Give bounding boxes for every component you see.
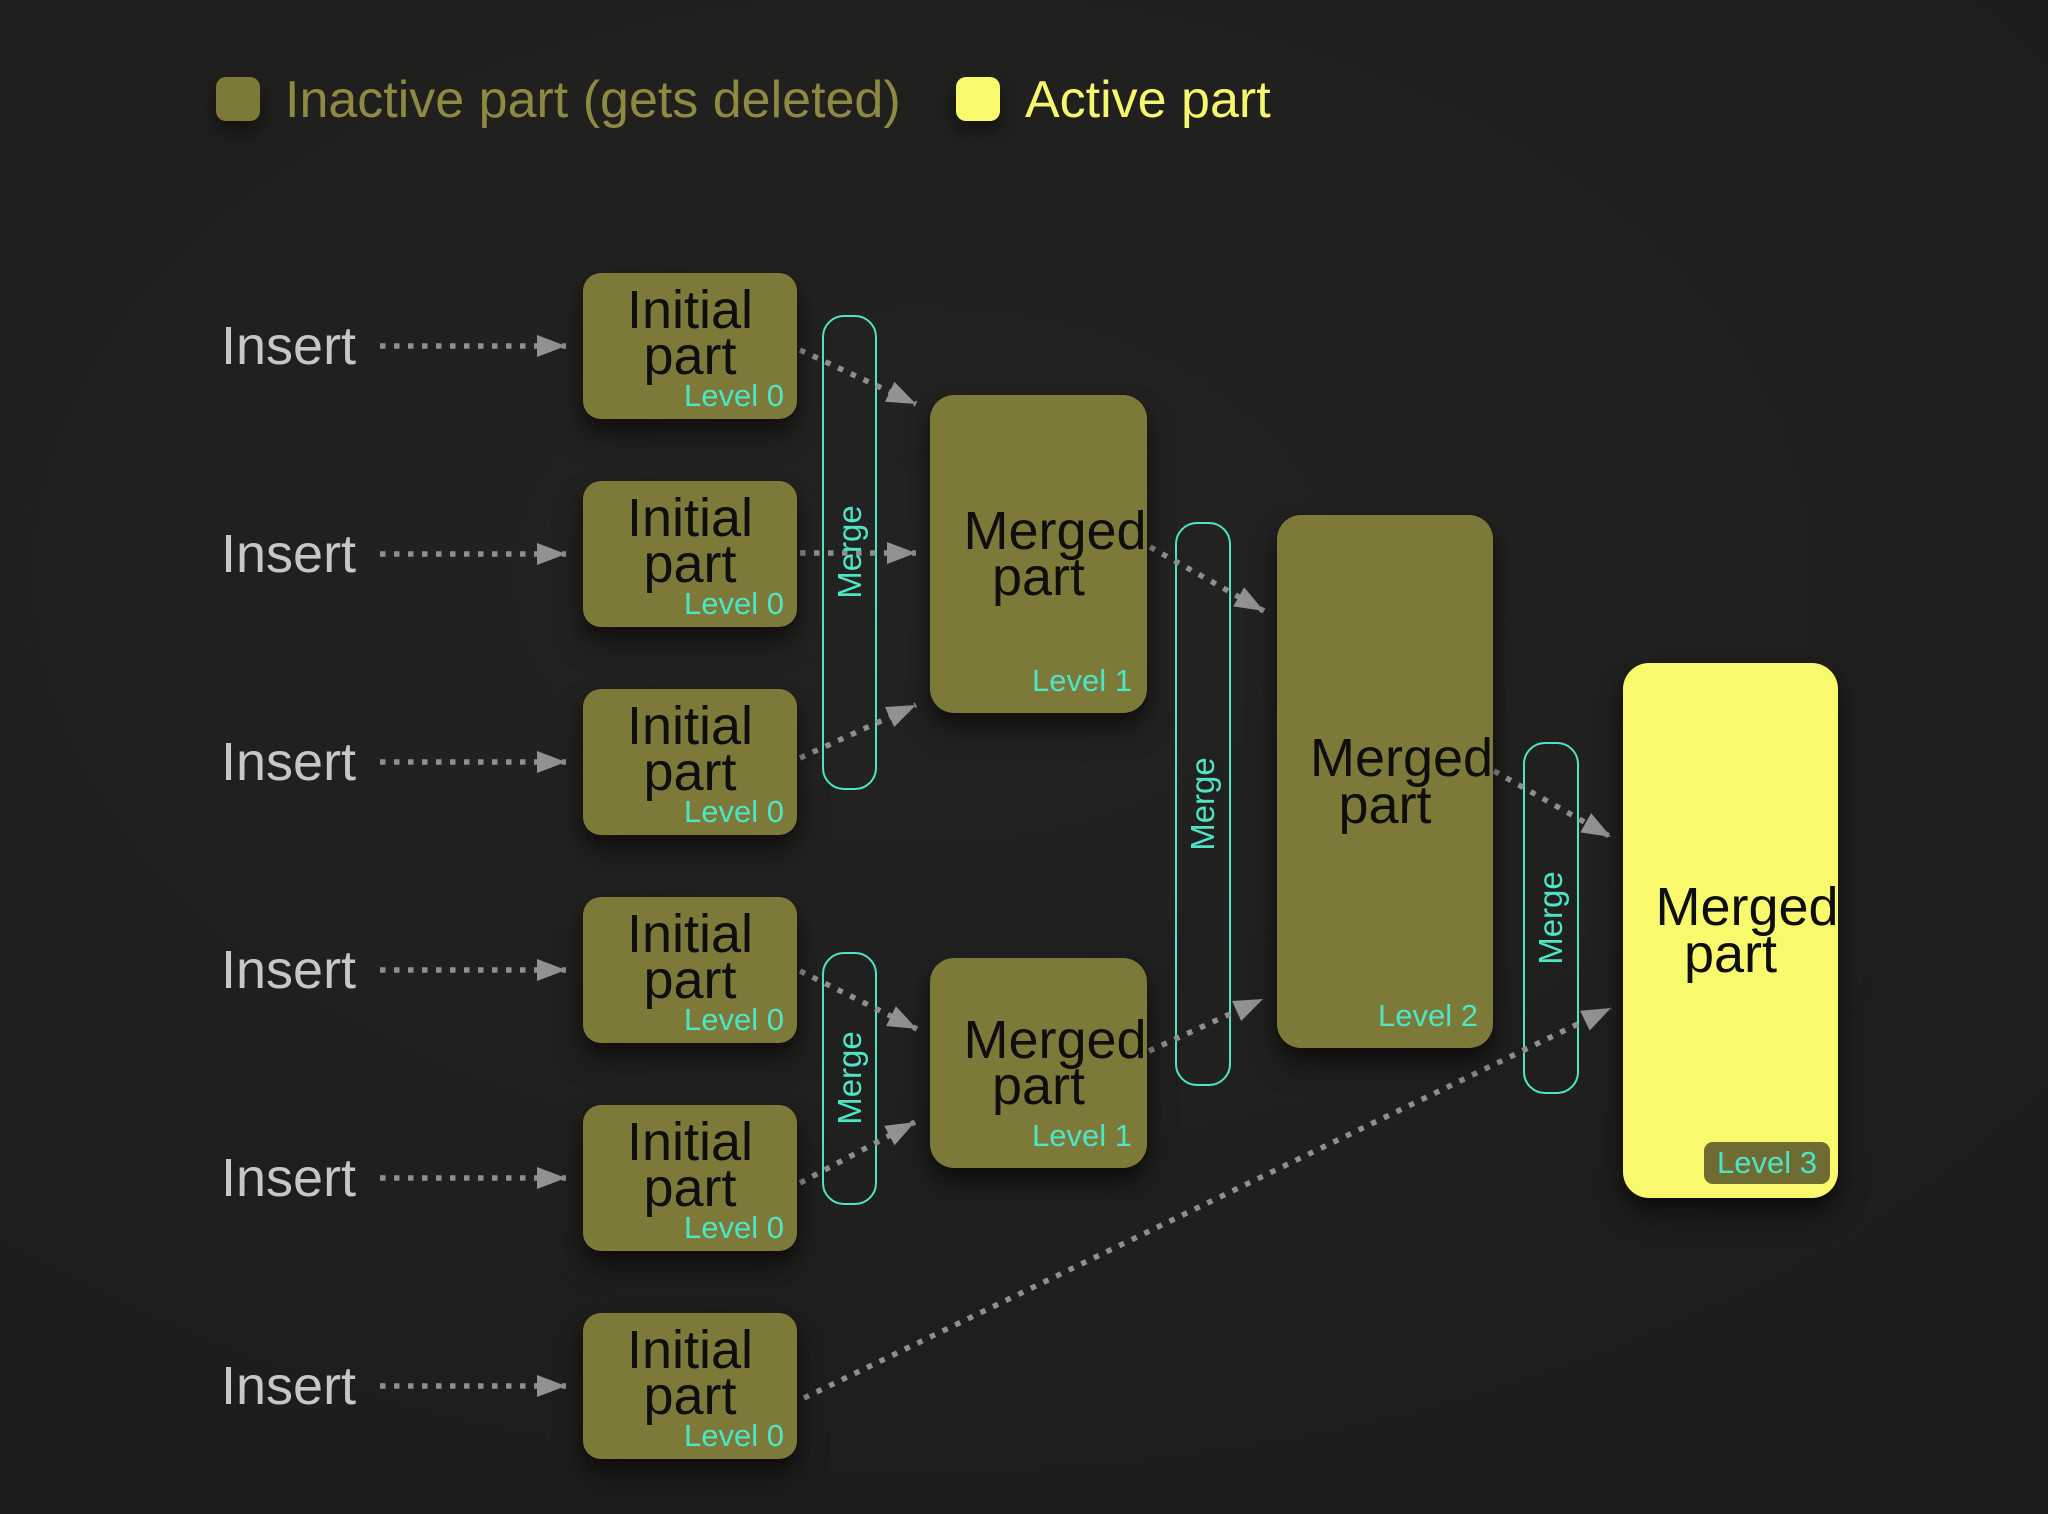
legend-inactive-swatch <box>216 77 260 121</box>
part-title: Initial part <box>626 1112 754 1219</box>
merge-label: Merge <box>831 1031 868 1125</box>
part-title: Initial part <box>626 904 754 1011</box>
insert-label: Insert <box>221 940 357 1000</box>
merged-part-box-level1: Merged part Level 1 <box>930 958 1147 1168</box>
insert-label: Insert <box>221 1356 357 1416</box>
merge-pill <box>822 315 877 790</box>
legend-inactive-label: Inactive part (gets deleted) <box>285 71 901 129</box>
insert-label: Insert <box>221 316 357 376</box>
part-level-label: Level 1 <box>1032 1118 1132 1153</box>
arrow-merged1-to-level2 <box>1148 544 1266 614</box>
part-title: Merged part <box>963 1009 1147 1116</box>
merge-pill <box>1523 742 1579 1094</box>
insert-label: Insert <box>221 1148 357 1208</box>
arrow-part1-to-merged1 <box>798 347 918 407</box>
initial-part-box: Initial part Level 0 <box>583 481 797 627</box>
arrow-part6-to-level3 <box>802 1005 1613 1401</box>
merged-part-box-level2: Merged part Level 2 <box>1277 515 1493 1048</box>
part-title: Initial part <box>626 696 754 803</box>
merge-pill <box>822 952 877 1205</box>
part-level-label: Level 0 <box>684 1002 784 1037</box>
initial-part-box: Initial part Level 0 <box>583 273 797 419</box>
merged-part-box-level3-active: Merged part Level 3 <box>1623 663 1839 1198</box>
part-title: Initial part <box>626 488 754 595</box>
arrow-part3-to-merged1 <box>798 702 918 761</box>
legend-active-swatch <box>956 77 1000 121</box>
initial-part-box: Initial part Level 0 <box>583 689 797 835</box>
merge-pill <box>1175 522 1231 1086</box>
insert-label: Insert <box>221 732 357 792</box>
merge-label: Merge <box>1184 757 1221 851</box>
initial-part-box: Initial part Level 0 <box>583 1313 797 1459</box>
part-level-label: Level 1 <box>1032 663 1132 698</box>
part-title: Merged part <box>1655 877 1839 984</box>
part-title: Initial part <box>626 1320 754 1427</box>
initial-part-box: Initial part Level 0 <box>583 1105 797 1251</box>
part-level-label: Level 2 <box>1378 998 1478 1033</box>
part-title: Merged part <box>963 500 1147 607</box>
arrow-level2-to-level3 <box>1492 768 1613 840</box>
level-3-badge: Level 3 <box>1704 1142 1830 1184</box>
part-level-label: Level 0 <box>684 1418 784 1453</box>
merge-label: Merge <box>1532 871 1569 965</box>
merged-part-box-level1: Merged part Level 1 <box>930 395 1147 713</box>
arrow-merged2-to-level2 <box>1147 996 1265 1054</box>
part-title: Merged part <box>1310 728 1494 835</box>
initial-part-box: Initial part Level 0 <box>583 897 797 1043</box>
part-title: Initial part <box>626 280 754 387</box>
part-level-label: Level 0 <box>684 586 784 621</box>
part-level-label: Level 0 <box>684 1210 784 1245</box>
merge-label: Merge <box>831 505 868 599</box>
legend-active-label: Active part <box>1025 71 1271 129</box>
part-level-label: Level 0 <box>684 378 784 413</box>
insert-label: Insert <box>221 524 357 584</box>
part-level-label: Level 0 <box>684 794 784 829</box>
